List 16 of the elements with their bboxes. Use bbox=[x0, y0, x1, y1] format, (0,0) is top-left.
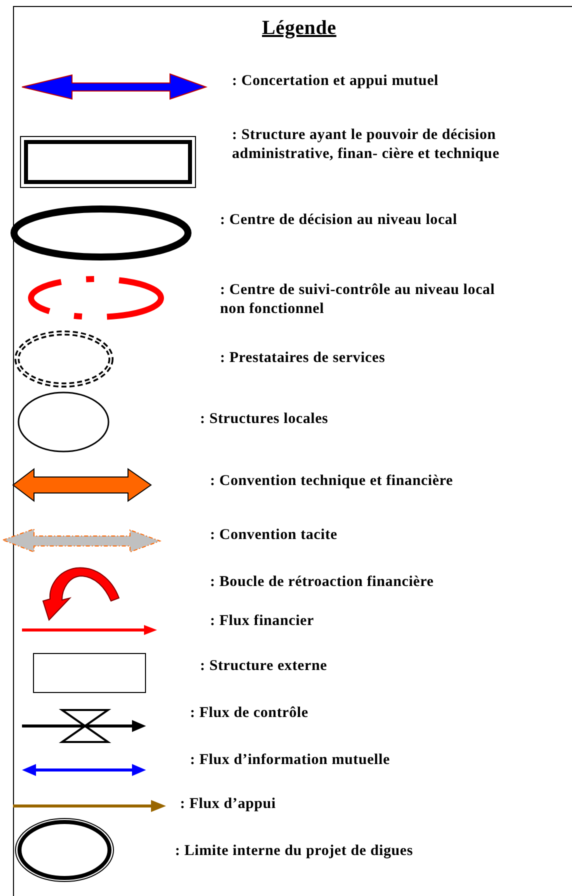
legend-text: : Boucle de rétroaction financière bbox=[210, 573, 435, 592]
legend-text: : Limite interne du projet de digues bbox=[175, 842, 414, 861]
legend-text: : Prestataires de services bbox=[220, 349, 386, 368]
legend-text: : Flux d’information mutuelle bbox=[190, 751, 391, 770]
legend-text: : Flux d’appui bbox=[180, 795, 277, 814]
legend-text: : Structures locales bbox=[200, 410, 330, 429]
legend-title: Légende bbox=[262, 16, 336, 40]
legend-text: : Structure ayant le pouvoir de décision administrative, finan- cière et technique bbox=[232, 126, 500, 164]
legend-text: : Flux de contrôle bbox=[190, 704, 310, 723]
legend-text: : Centre de décision au niveau local bbox=[220, 211, 458, 230]
legend-text: : Centre de suivi-contrôle au niveau local non fonctionnel bbox=[220, 281, 496, 319]
legend-text: : Flux financier bbox=[210, 612, 315, 631]
legend-text: : Concertation et appui mutuel bbox=[232, 72, 440, 91]
legend-text: : Structure externe bbox=[200, 657, 328, 676]
legend-text: : Convention technique et financière bbox=[210, 472, 454, 491]
legend-text: : Convention tacite bbox=[210, 526, 338, 545]
